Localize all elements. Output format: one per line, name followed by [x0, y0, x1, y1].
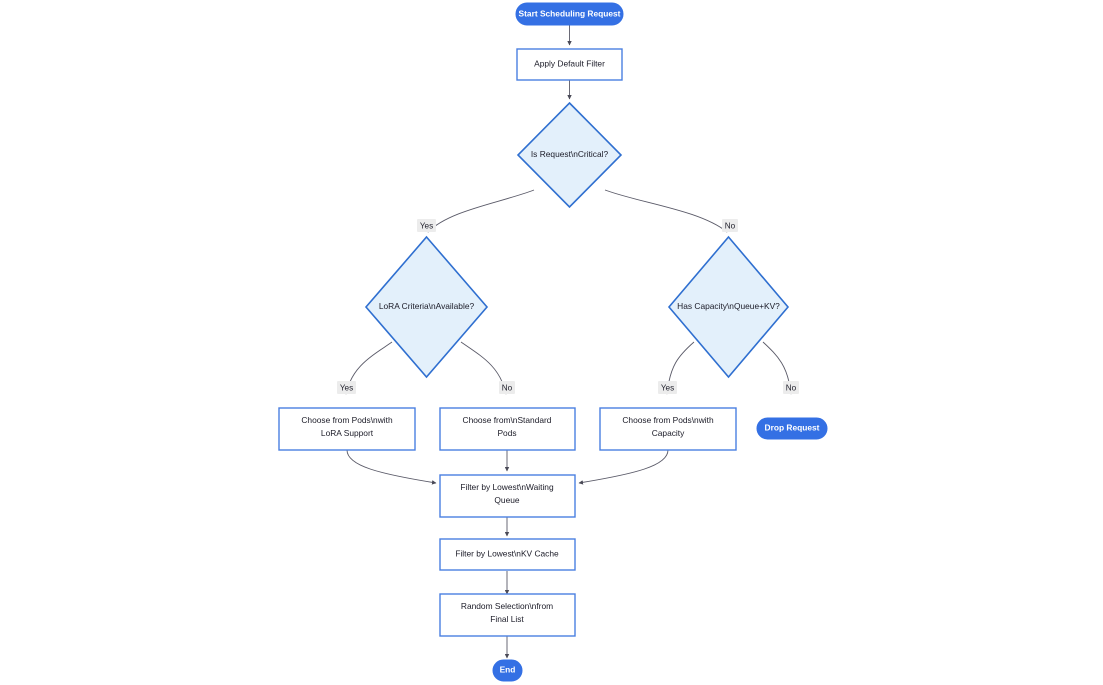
node-apply-default-filter-shape[interactable]: [516, 48, 623, 81]
node-choose-pods-lora-support-label-line1: Choose from Pods\nwith: [301, 415, 393, 425]
node-apply-default-filter-label: Apply Default Filter: [534, 59, 605, 69]
node-choose-standard-pods-label-line2: Pods: [497, 428, 516, 438]
node-start-label: Start Scheduling Request: [519, 9, 621, 19]
node-end-label: End: [500, 665, 516, 675]
edge-label-text: No: [502, 384, 513, 393]
node-filter-kv-cache-label: Filter by Lowest\nKV Cache: [455, 549, 559, 559]
node-choose-pods-lora-support-label-line2: LoRA Support: [321, 428, 374, 438]
node-choose-standard-pods-shape[interactable]: [439, 407, 576, 451]
node-has-capacity-queue-kv-shape[interactable]: [667, 235, 790, 379]
edge-label-text: Yes: [661, 384, 674, 393]
node-end[interactable]: End: [492, 659, 523, 682]
edge-label-text: No: [725, 222, 736, 231]
node-choose-pods-capacity-shape[interactable]: [599, 407, 737, 451]
edge-label-capacity-yes: Yes: [658, 381, 677, 394]
node-is-request-critical-label: Is Request\nCritical?: [531, 149, 609, 159]
edge-label-capacity-no: No: [783, 381, 799, 394]
edge-is-critical-no-to-capacity: [604, 189, 728, 233]
edge-layer: [344, 25, 793, 659]
node-choose-pods-capacity-label-line1: Choose from Pods\nwith: [622, 415, 714, 425]
node-start-shape[interactable]: [515, 2, 624, 26]
node-is-request-critical-shape[interactable]: [516, 101, 623, 209]
node-choose-standard-pods[interactable]: Choose from\nStandard Pods: [439, 407, 576, 451]
node-choose-pods-capacity-label-line2: Capacity: [652, 428, 685, 438]
node-drop-request-label: Drop Request: [765, 423, 820, 433]
edge-label-critical-no: No: [722, 219, 738, 232]
node-apply-default-filter[interactable]: Apply Default Filter: [516, 48, 623, 81]
edge-label-text: Yes: [420, 222, 433, 231]
node-filter-waiting-queue-label-line2: Queue: [494, 495, 519, 505]
edge-pods-lora-to-filter-queue: [346, 449, 437, 485]
node-choose-pods-lora-support[interactable]: Choose from Pods\nwith LoRA Support: [278, 407, 416, 451]
node-filter-waiting-queue-shape[interactable]: [439, 474, 576, 518]
node-choose-pods-lora-support-shape[interactable]: [278, 407, 416, 451]
node-has-capacity-queue-kv[interactable]: Has Capacity\nQueue+KV?: [667, 235, 790, 379]
node-lora-criteria-available-label: LoRA Criteria\nAvailable?: [379, 301, 475, 311]
edge-label-lora-yes: Yes: [337, 381, 356, 394]
node-lora-criteria-available[interactable]: LoRA Criteria\nAvailable?: [364, 235, 489, 379]
edge-pods-capacity-to-filter-queue: [578, 449, 669, 485]
node-lora-criteria-available-shape[interactable]: [364, 235, 489, 379]
node-start[interactable]: Start Scheduling Request: [515, 2, 624, 26]
node-filter-waiting-queue[interactable]: Filter by Lowest\nWaiting Queue: [439, 474, 576, 518]
node-choose-standard-pods-label-line1: Choose from\nStandard: [463, 415, 552, 425]
edge-label-layer: Yes No Yes No Yes No: [337, 219, 799, 394]
node-is-request-critical[interactable]: Is Request\nCritical?: [516, 101, 623, 209]
node-random-selection-shape[interactable]: [439, 593, 576, 637]
node-drop-request-shape[interactable]: [756, 417, 828, 440]
edge-label-text: No: [786, 384, 797, 393]
node-filter-kv-cache[interactable]: Filter by Lowest\nKV Cache: [439, 538, 576, 571]
node-random-selection-label-line2: Final List: [490, 614, 524, 624]
edge-is-critical-yes-to-lora: [427, 189, 535, 233]
node-random-selection[interactable]: Random Selection\nfrom Final List: [439, 593, 576, 637]
node-filter-kv-cache-shape[interactable]: [439, 538, 576, 571]
edge-label-critical-yes: Yes: [417, 219, 436, 232]
node-choose-pods-capacity[interactable]: Choose from Pods\nwith Capacity: [599, 407, 737, 451]
node-has-capacity-queue-kv-label: Has Capacity\nQueue+KV?: [677, 301, 780, 311]
node-filter-waiting-queue-label-line1: Filter by Lowest\nWaiting: [460, 482, 554, 492]
node-random-selection-label-line1: Random Selection\nfrom: [461, 601, 553, 611]
edge-label-lora-no: No: [499, 381, 515, 394]
node-drop-request[interactable]: Drop Request: [756, 417, 828, 440]
node-end-shape[interactable]: [492, 659, 523, 682]
edge-label-text: Yes: [340, 384, 353, 393]
node-layer: Start Scheduling Request Apply Default F…: [278, 2, 828, 682]
